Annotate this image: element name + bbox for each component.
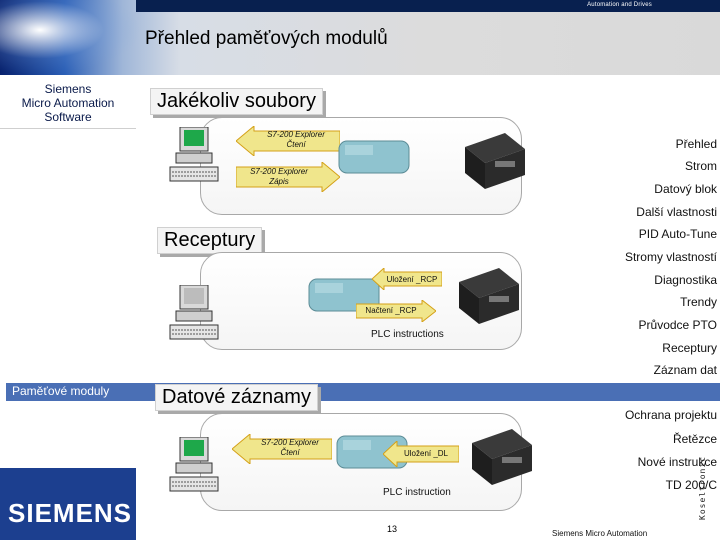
plc-icon xyxy=(449,262,525,332)
vertical-brand-text: Koseltronic xyxy=(698,456,707,520)
sidebar-item-ochrana-projektu[interactable]: Ochrana projektu xyxy=(625,408,717,422)
page-number: 13 xyxy=(387,524,397,534)
plc-instructions-text: PLC instructions xyxy=(371,329,444,340)
section-label-receptury: Receptury xyxy=(157,227,262,254)
footer-brand: Siemens Micro Automation xyxy=(552,529,647,538)
sidebar-item-stromy-vlastnosti[interactable]: Stromy vlastností xyxy=(625,250,717,264)
sidebar-item-diagnostika[interactable]: Diagnostika xyxy=(654,273,717,287)
brand-small-text: Automation and Drives xyxy=(587,2,652,8)
sidebar-item-pruvodce-pto[interactable]: Průvodce PTO xyxy=(639,318,717,332)
sidebar-item-zaznam-dat[interactable]: Záznam dat xyxy=(654,363,717,377)
plc-icon xyxy=(455,127,531,197)
sidebar-item-receptury[interactable]: Receptury xyxy=(662,341,717,355)
sidebar-item-trendy[interactable]: Trendy xyxy=(680,295,717,309)
computer-icon xyxy=(168,437,220,495)
page-title: Přehled paměťových modulů xyxy=(145,28,388,50)
sidebar-heading-line3: Software xyxy=(0,110,136,124)
section-label-jakekoliv-soubory: Jakékoliv soubory xyxy=(150,88,323,115)
header-banner: Automation and Drives Přehled paměťových… xyxy=(0,0,720,75)
arrow-left-read-dl-label: S7-200 Explorer Čtení xyxy=(250,438,330,458)
banner-glow xyxy=(0,0,140,75)
sidebar-item-strom[interactable]: Strom xyxy=(685,159,717,173)
memory-module-icon xyxy=(335,137,415,177)
sidebar-heading: Siemens Micro Automation Software xyxy=(0,75,136,129)
arrow-left-save-dl-label: Uložení _DL xyxy=(395,449,457,458)
sidebar-item-dalsi-vlastnosti[interactable]: Další vlastnosti xyxy=(636,205,717,219)
section-label-datove-zaznamy: Datové záznamy xyxy=(155,384,318,411)
arrow-left-read-label: S7-200 Explorer Čtení xyxy=(256,130,336,150)
arrow-right-write-text: S7-200 Explorer Zápis xyxy=(250,167,308,186)
computer-icon xyxy=(168,285,220,343)
arrow-right-load-label: Načtení _RCP xyxy=(358,306,424,315)
sidebar-item-retezce[interactable]: Řetězce xyxy=(673,432,717,446)
plc-instruction-text: PLC instruction xyxy=(383,487,451,498)
computer-icon xyxy=(168,127,220,185)
arrow-left-read-text: S7-200 Explorer Čtení xyxy=(267,130,325,149)
sidebar-item-td-200c[interactable]: TD 200/C xyxy=(666,478,717,492)
arrow-left-save-label: Uložení _RCP xyxy=(384,275,440,284)
sidebar-heading-line1: Siemens xyxy=(0,82,136,96)
plc-icon xyxy=(462,423,538,493)
sidebar-item-pametove-moduly[interactable]: Paměťové moduly xyxy=(6,383,720,401)
sidebar-item-datovy-blok[interactable]: Datový blok xyxy=(654,182,717,196)
siemens-logo: SIEMENS xyxy=(0,468,136,540)
sidebar-heading-line2: Micro Automation xyxy=(0,96,136,110)
arrow-left-read-dl-text: S7-200 Explorer Čtení xyxy=(261,438,319,457)
arrow-right-write-label: S7-200 Explorer Zápis xyxy=(236,167,322,187)
sidebar-item-prehled[interactable]: Přehled xyxy=(676,137,717,151)
sidebar-item-pid-auto-tune[interactable]: PID Auto-Tune xyxy=(639,227,717,241)
siemens-logo-text: SIEMENS xyxy=(8,498,132,529)
